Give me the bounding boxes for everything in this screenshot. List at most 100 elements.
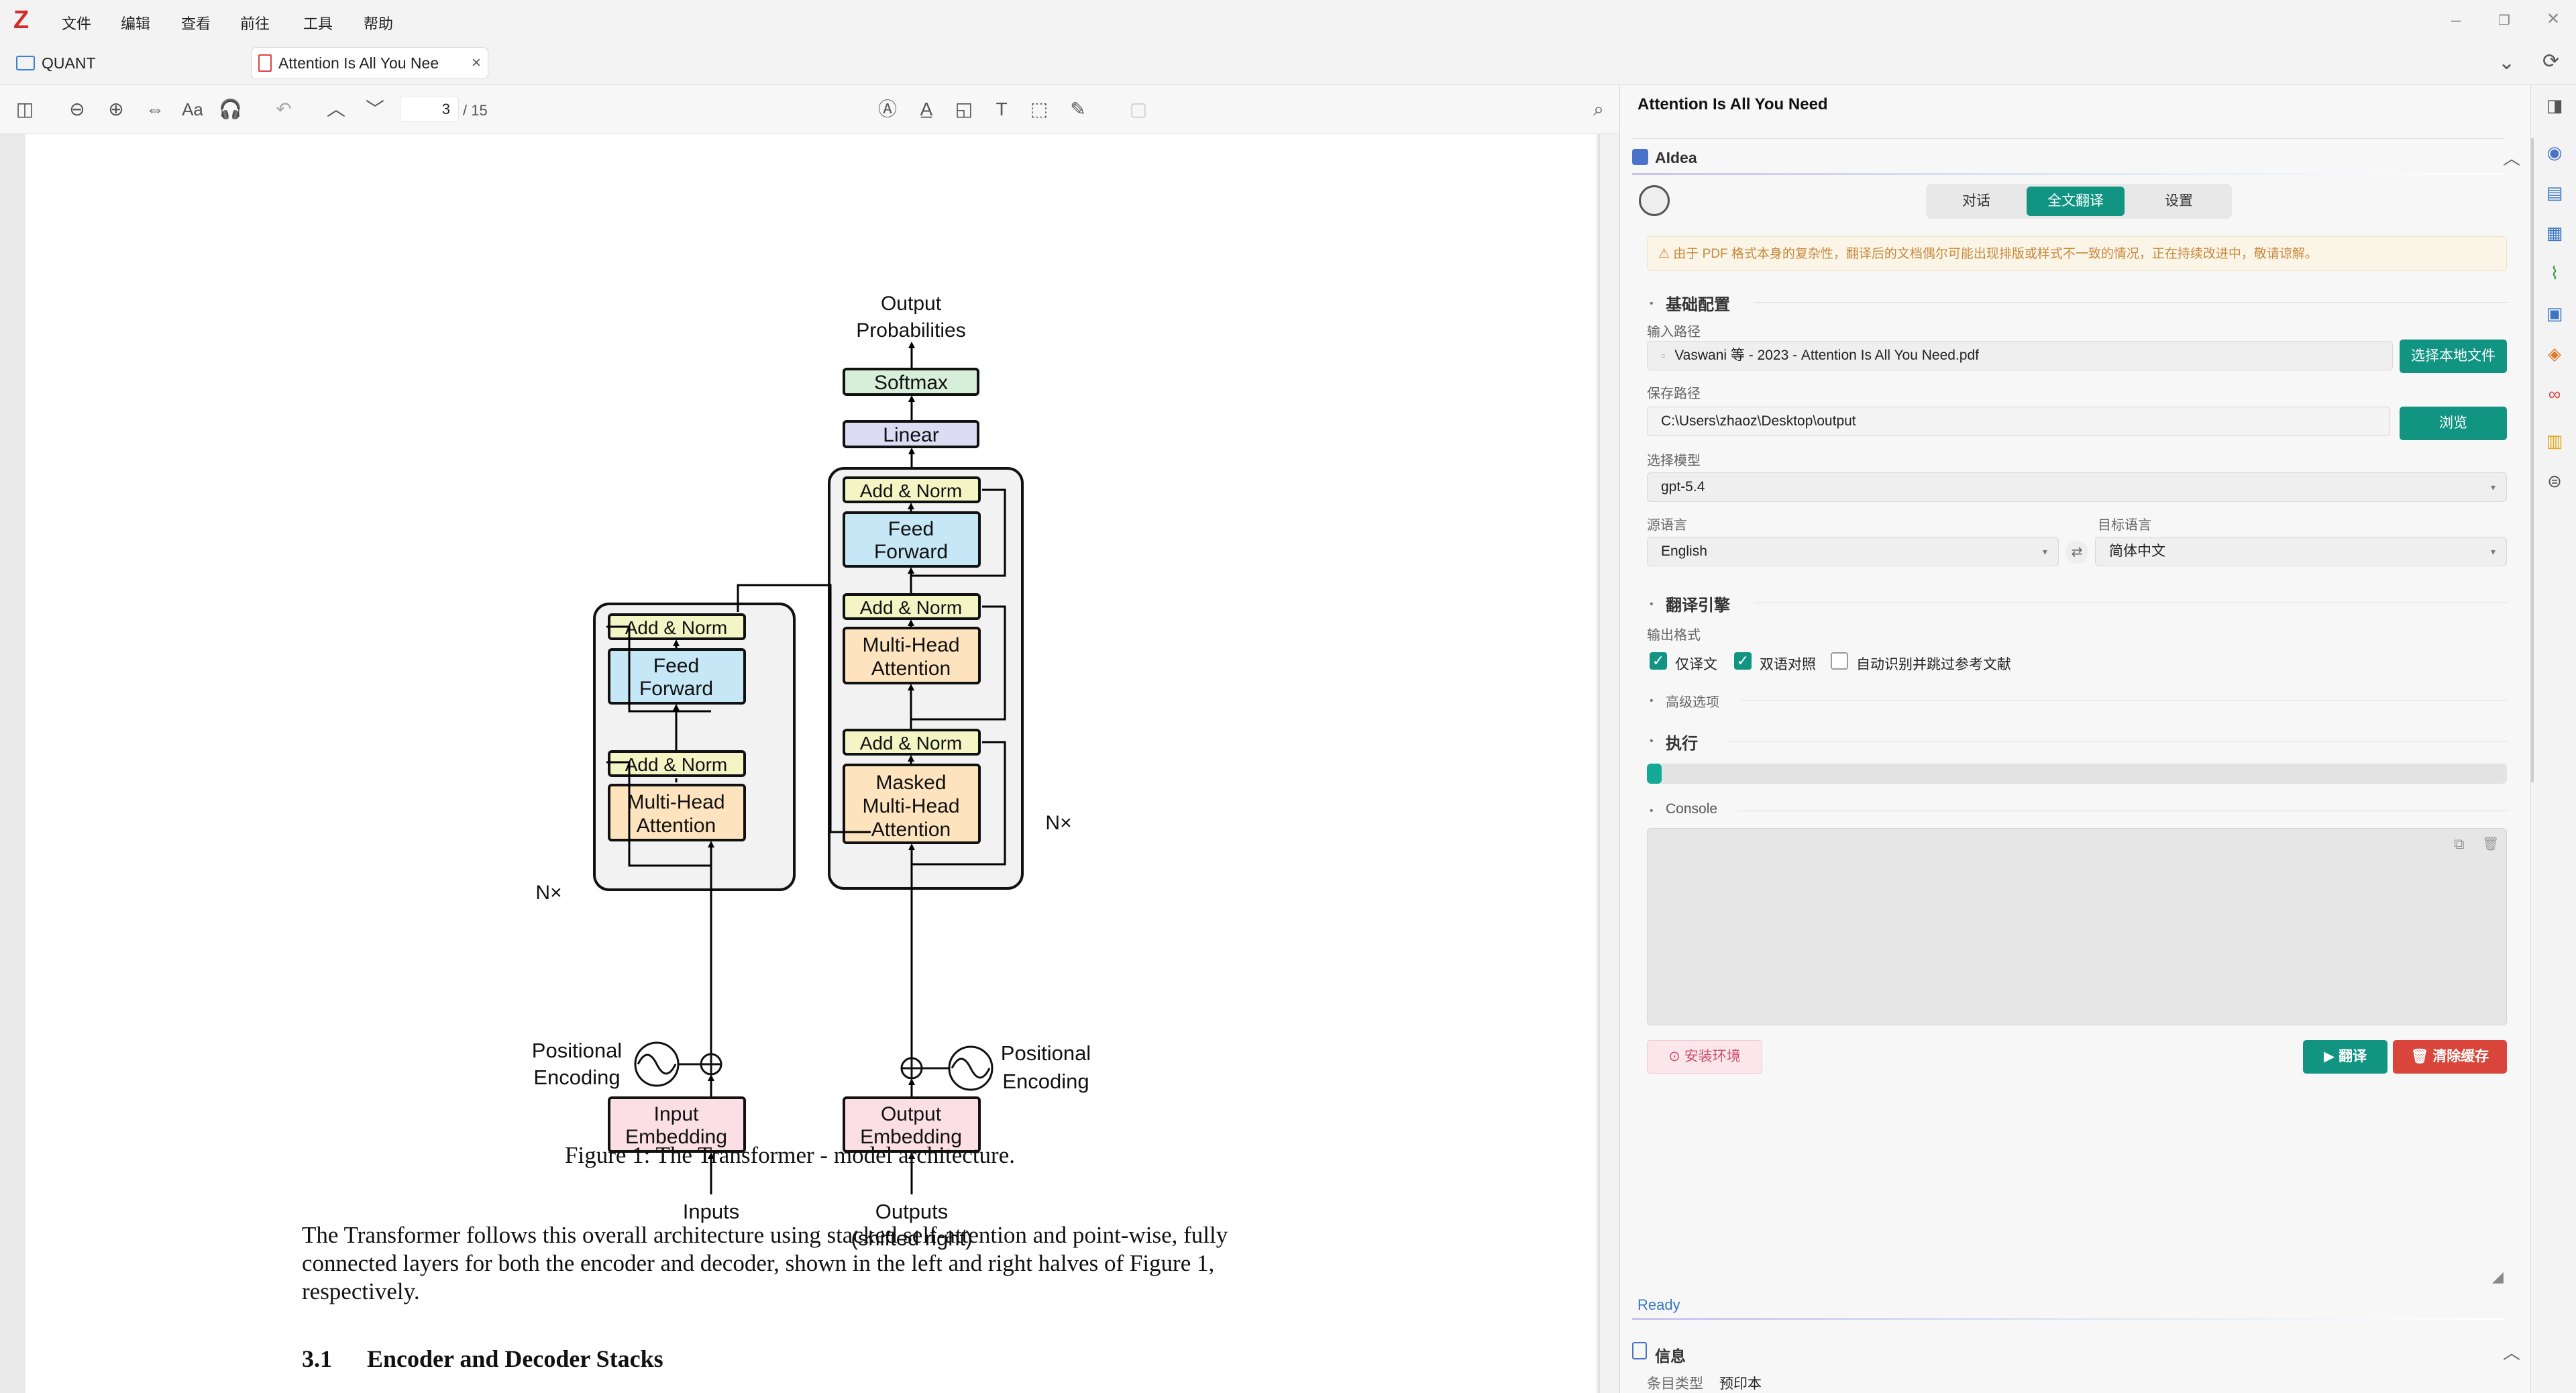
item-pane: Attention Is All You Need AIdea ︿ 对话 全文翻… — [1619, 85, 2530, 1393]
output-probs-label: Output — [881, 293, 942, 315]
aidea-header[interactable]: AIdea ︿ — [1632, 141, 2521, 174]
tab-full-translate[interactable]: 全文翻译 — [2027, 187, 2125, 216]
tab-document[interactable]: Attention Is All You Nee × — [251, 47, 488, 79]
pdf-icon — [258, 54, 272, 72]
highlight-icon[interactable]: A̲ — [920, 99, 933, 119]
enc-nx-label: N× — [535, 882, 561, 904]
next-page-icon[interactable]: ﹀ — [365, 99, 384, 119]
aidea-nav-icon[interactable]: ◉ — [2546, 142, 2563, 162]
pos-enc-left-1: Positional — [532, 1039, 622, 1062]
execute-heading[interactable]: 执行 — [1666, 735, 1698, 753]
pane-toggle-icon[interactable]: ◨ — [2546, 95, 2563, 115]
swap-lang-icon[interactable]: ⇄ — [2065, 541, 2088, 564]
opt2-checkbox[interactable]: ✓ — [1734, 652, 1752, 670]
prev-page-icon[interactable]: ︿ — [326, 99, 345, 119]
engine-heading[interactable]: 翻译引擎 — [1666, 597, 1730, 615]
opt1-checkbox[interactable]: ✓ — [1650, 652, 1667, 670]
collapse-icon[interactable]: ︿ — [2503, 1343, 2521, 1363]
save-path-field[interactable]: C:\Users\zhaoz\Desktop\output — [1647, 407, 2390, 436]
item-type-value[interactable]: 预印本 — [1719, 1376, 1762, 1392]
info-header[interactable]: 信息 ︿ — [1632, 1339, 2521, 1366]
advanced-options[interactable]: 高级选项 — [1666, 695, 1719, 710]
console-output[interactable]: ⧉ 🗑 — [1647, 828, 2507, 1025]
tgt-lang-select[interactable]: 简体中文 ▾ — [2095, 537, 2507, 566]
status-text: Ready — [1638, 1296, 1680, 1313]
undo-icon[interactable]: ↶ — [276, 99, 292, 119]
trash-icon[interactable]: 🗑 — [2482, 837, 2500, 852]
close-window-button[interactable]: ✕ — [2546, 10, 2561, 28]
menu-view[interactable]: 查看 — [181, 15, 211, 32]
zoom-out-icon[interactable]: ⊖ — [69, 99, 85, 119]
zotero-logo: Z — [13, 6, 30, 34]
src-lang-select[interactable]: English ▾ — [1647, 537, 2059, 566]
console-label[interactable]: Console — [1666, 801, 1718, 817]
resize-grip-icon[interactable]: ◢ — [2492, 1268, 2504, 1285]
restore-button[interactable]: ❐ — [2498, 13, 2510, 28]
page-number-input[interactable]: 3 — [400, 97, 459, 122]
tab-settings[interactable]: 设置 — [2165, 193, 2193, 209]
viewer-scrollbar[interactable] — [1599, 134, 1619, 1393]
tab-library-label: QUANT — [42, 54, 96, 72]
browse-button[interactable]: 浏览 — [2400, 407, 2507, 440]
info-icon — [1632, 1342, 1647, 1359]
menu-edit[interactable]: 编辑 — [121, 15, 151, 32]
libraries-nav-icon[interactable]: ▣ — [2546, 303, 2563, 323]
softmax-label: Softmax — [874, 372, 948, 394]
locate-nav-icon[interactable]: ⊜ — [2547, 471, 2562, 491]
text-annotation-icon[interactable]: Ⓐ — [877, 99, 897, 119]
read-aloud-icon[interactable]: 🎧 — [219, 99, 242, 119]
color-picker-icon[interactable]: ▢ — [1129, 99, 1148, 119]
pdf-page: Output Probabilities Softmax Linear Add … — [25, 134, 1597, 1393]
sync-icon[interactable]: ⟳ — [2542, 50, 2560, 72]
enc-addnorm-1: Add & Norm — [625, 754, 728, 775]
tab-library[interactable]: QUANT — [16, 52, 96, 74]
copy-icon[interactable]: ⧉ — [2454, 835, 2465, 852]
menu-file[interactable]: 文件 — [62, 15, 92, 32]
text-icon[interactable]: T — [996, 99, 1008, 119]
close-tab-icon[interactable]: × — [471, 54, 481, 72]
area-select-icon[interactable]: ⬚ — [1030, 99, 1049, 119]
input-path-field[interactable]: ▫ Vaswani 等 - 2023 - Attention Is All Yo… — [1647, 341, 2393, 370]
note-icon[interactable]: ◱ — [955, 99, 973, 119]
dec-masked-2: Multi-Head — [862, 795, 959, 817]
model-select[interactable]: gpt-5.4 ▾ — [1647, 472, 2507, 502]
info-nav-icon[interactable]: ▤ — [2546, 183, 2563, 203]
appearance-icon[interactable]: Aa — [182, 99, 203, 119]
item-type-label: 条目类型 — [1647, 1376, 1703, 1392]
outputs-label: Outputs — [875, 1200, 949, 1223]
sidenav-scrollbar[interactable] — [2531, 138, 2534, 782]
collapse-icon[interactable]: ︿ — [2503, 148, 2521, 168]
menu-tools[interactable]: 工具 — [303, 15, 333, 32]
notes-nav-icon[interactable]: ▥ — [2546, 431, 2563, 451]
fit-width-icon[interactable]: ⇔ — [146, 99, 164, 119]
tab-chat[interactable]: 对话 — [1962, 193, 1990, 209]
choose-file-button[interactable]: 选择本地文件 — [2400, 340, 2507, 373]
tags-nav-icon[interactable]: ◈ — [2548, 344, 2561, 364]
opt1-label: 仅译文 — [1675, 657, 1717, 672]
sidebar-toggle-icon[interactable]: ◫ — [15, 99, 34, 119]
output-format-label: 输出格式 — [1647, 628, 1701, 643]
abstract-nav-icon[interactable]: ▦ — [2546, 223, 2563, 243]
install-env-button[interactable]: ⊙ 安装环境 — [1647, 1040, 1762, 1074]
dropdown-icon: ▾ — [2490, 546, 2496, 557]
opt3-checkbox[interactable] — [1831, 652, 1848, 670]
dec-addnorm-3: Add & Norm — [860, 480, 963, 501]
reader-toolbar: ◫ ⊖ ⊕ ⇔ Aa 🎧 ↶ ︿ ﹀ 3 / 15 Ⓐ A̲ ◱ T ⬚ ✎ ▢… — [0, 85, 1619, 134]
search-icon[interactable]: ⌕ — [1593, 99, 1604, 119]
basic-config-heading[interactable]: 基础配置 — [1666, 296, 1730, 314]
ink-icon[interactable]: ✎ — [1070, 99, 1086, 119]
enc-ff-2: Forward — [639, 678, 713, 700]
clear-cache-button[interactable]: 🗑 清除缓存 — [2393, 1040, 2507, 1074]
save-path-label: 保存路径 — [1647, 386, 1701, 401]
body-line-3: respectively. — [302, 1278, 420, 1304]
attachments-nav-icon[interactable]: ⌇ — [2550, 263, 2559, 283]
chevron-down-icon[interactable]: ⌄ — [2498, 52, 2516, 74]
related-nav-icon[interactable]: ∞ — [2548, 384, 2561, 404]
translate-button[interactable]: ▶ 翻译 — [2303, 1040, 2387, 1074]
model-label: 选择模型 — [1647, 454, 1701, 468]
minimize-button[interactable]: – — [2451, 9, 2461, 30]
dec-nx-label: N× — [1045, 812, 1071, 834]
menu-go[interactable]: 前往 — [240, 15, 270, 32]
zoom-in-icon[interactable]: ⊕ — [108, 99, 124, 119]
menu-help[interactable]: 帮助 — [364, 15, 394, 32]
